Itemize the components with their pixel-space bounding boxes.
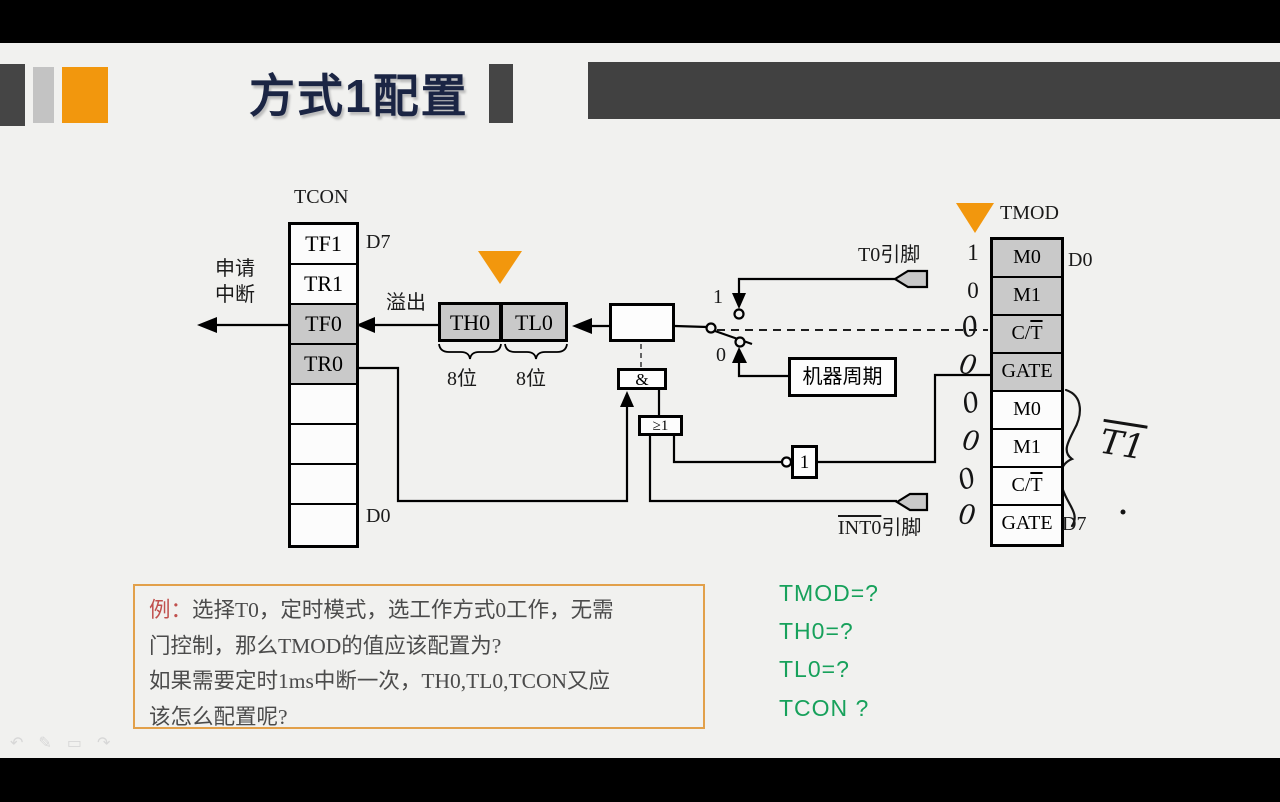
- gate-bit-wire: [818, 373, 990, 464]
- example-prefix: 例：: [149, 598, 193, 622]
- tcon-bit-7: [291, 505, 356, 545]
- t0-pin-label: T0引脚: [858, 244, 921, 266]
- tmod-d0-label: D0: [1068, 249, 1093, 271]
- tmod-register: M0 M1 C/T GATE M0 M1 C/T GATE: [990, 237, 1064, 547]
- tmod-d7-label: D7: [1062, 513, 1087, 535]
- selector-1-label: 1: [713, 286, 723, 308]
- tcon-bit-6: [291, 465, 356, 505]
- decor-square-orange: [62, 67, 108, 123]
- th0-bits-label: 8位: [447, 368, 477, 390]
- tcon-bit-tf1: TF1: [291, 225, 356, 265]
- tcon-label: TCON: [294, 186, 349, 208]
- example-line-3: 如果需要定时1ms中断一次，TH0,TL0,TCON又应: [149, 669, 611, 693]
- decor-square-gray: [33, 67, 54, 123]
- tmod-value-annotation: 0: [956, 348, 980, 383]
- tmod-value-annotation: 0: [960, 424, 982, 459]
- handwritten-marks: [1059, 388, 1126, 528]
- tmod-bit-gate-t1: GATE: [1001, 512, 1053, 534]
- example-line-2: 门控制，那么TMOD的值应该配置为?: [149, 633, 502, 658]
- tmod-bit-m0-t0: M0: [993, 240, 1061, 278]
- answer-tl0: TL0=?: [779, 656, 850, 682]
- int0-wire: [648, 436, 897, 503]
- tmod-bit-m1-t1: M1: [993, 430, 1061, 468]
- answer-tmod: TMOD=?: [779, 580, 879, 606]
- tr0-wire: [353, 366, 634, 503]
- slide-title: 方式1配置: [249, 70, 469, 122]
- and-gate: &: [617, 368, 667, 390]
- interrupt-request-label-1: 申请: [215, 258, 255, 280]
- tmod-value-annotation: 0: [956, 499, 978, 532]
- tmod-bit-gate-t0: GATE: [993, 354, 1061, 392]
- handwritten-dot: [1120, 509, 1126, 515]
- tmod-bit-m0-t1: M0: [993, 392, 1061, 430]
- presenter-controls: ↶ ✎ ▭ ↷: [10, 733, 110, 752]
- tmod-bit-m1-t0: M1: [993, 278, 1061, 316]
- tcon-bit-4: [291, 385, 356, 425]
- count-switch-box: [609, 303, 675, 342]
- tcon-bit-5: [291, 425, 356, 465]
- or-gate: ≥1: [638, 415, 683, 436]
- answer-tcon: TCON ?: [779, 695, 870, 721]
- previous-slide-icon[interactable]: ↶: [10, 733, 24, 752]
- tl0-brace: [504, 343, 568, 360]
- decor-square-dark: [0, 64, 25, 126]
- overflow-label: 溢出: [386, 292, 426, 314]
- inverter-bubble: [780, 456, 793, 468]
- example-line-1: 例：选择T0，定时模式，选工作方式0工作，无需: [149, 593, 689, 629]
- example-line-4: 该怎么配置呢?: [149, 704, 288, 729]
- bottom-letterbox-bar: [0, 758, 1280, 802]
- tcon-register: TF1 TR1 TF0 TR0: [288, 222, 359, 548]
- not-gate: 1: [791, 445, 818, 479]
- tmod-value-annotation: 1: [967, 240, 979, 265]
- answer-th0: TH0=?: [779, 618, 854, 644]
- t0-pin-pad: [892, 269, 929, 289]
- tcon-bit-tr1: TR1: [291, 265, 356, 305]
- t0-pin-wire: [732, 277, 895, 309]
- tcon-d7-label: D7: [366, 231, 391, 253]
- handwritten-timer1-label: T1: [1097, 421, 1148, 469]
- int0-overline: INT0: [838, 517, 882, 539]
- th0-brace: [438, 343, 502, 360]
- orange-pointer-tmod-icon: [956, 203, 994, 233]
- example-text-1: 选择T0，定时模式，选工作方式0工作，无需: [192, 598, 614, 622]
- orange-pointer-th0-icon: [478, 251, 522, 284]
- top-letterbox-bar: [0, 0, 1280, 43]
- machine-cycle-box: 机器周期: [788, 357, 897, 397]
- interrupt-wire: [197, 317, 288, 333]
- decor-square-dark-right: [489, 64, 513, 123]
- tcon-bit-tf0: TF0: [291, 305, 356, 345]
- tl0-bits-label: 8位: [516, 368, 546, 390]
- int0-pin-label: INT0引脚: [838, 511, 921, 540]
- ct-selector-switch: [674, 308, 753, 348]
- selector-0-label: 0: [716, 344, 726, 366]
- example-question-box: 例：选择T0，定时模式，选工作方式0工作，无需 门控制，那么TMOD的值应该配置…: [133, 584, 705, 729]
- pen-tool-icon[interactable]: ✎: [38, 733, 52, 752]
- header-accent-bar: [588, 62, 1280, 119]
- tmod-label: TMOD: [1000, 202, 1059, 224]
- tcon-d0-label: D0: [366, 505, 391, 527]
- tcon-bit-tr0: TR0: [291, 345, 356, 385]
- int0-pin-pad: [894, 492, 929, 512]
- interrupt-request-label-2: 中断: [215, 284, 255, 306]
- slide-menu-icon[interactable]: ▭: [66, 733, 82, 752]
- tmod-bit-ct-t1: C/T: [993, 468, 1061, 506]
- tmod-bit-ct-t0: C/T: [993, 316, 1061, 354]
- tl0-box: TL0: [500, 302, 568, 342]
- tmod-value-annotation: 0: [967, 278, 979, 303]
- machine-cycle-wire: [732, 347, 788, 378]
- overflow-wire: [356, 317, 438, 333]
- handwritten-brace: [1059, 388, 1081, 528]
- next-slide-icon[interactable]: ↷: [96, 733, 111, 752]
- th0-box: TH0: [438, 302, 502, 342]
- or-input-wire: [672, 436, 782, 464]
- int0-pin-suffix: 引脚: [881, 517, 922, 539]
